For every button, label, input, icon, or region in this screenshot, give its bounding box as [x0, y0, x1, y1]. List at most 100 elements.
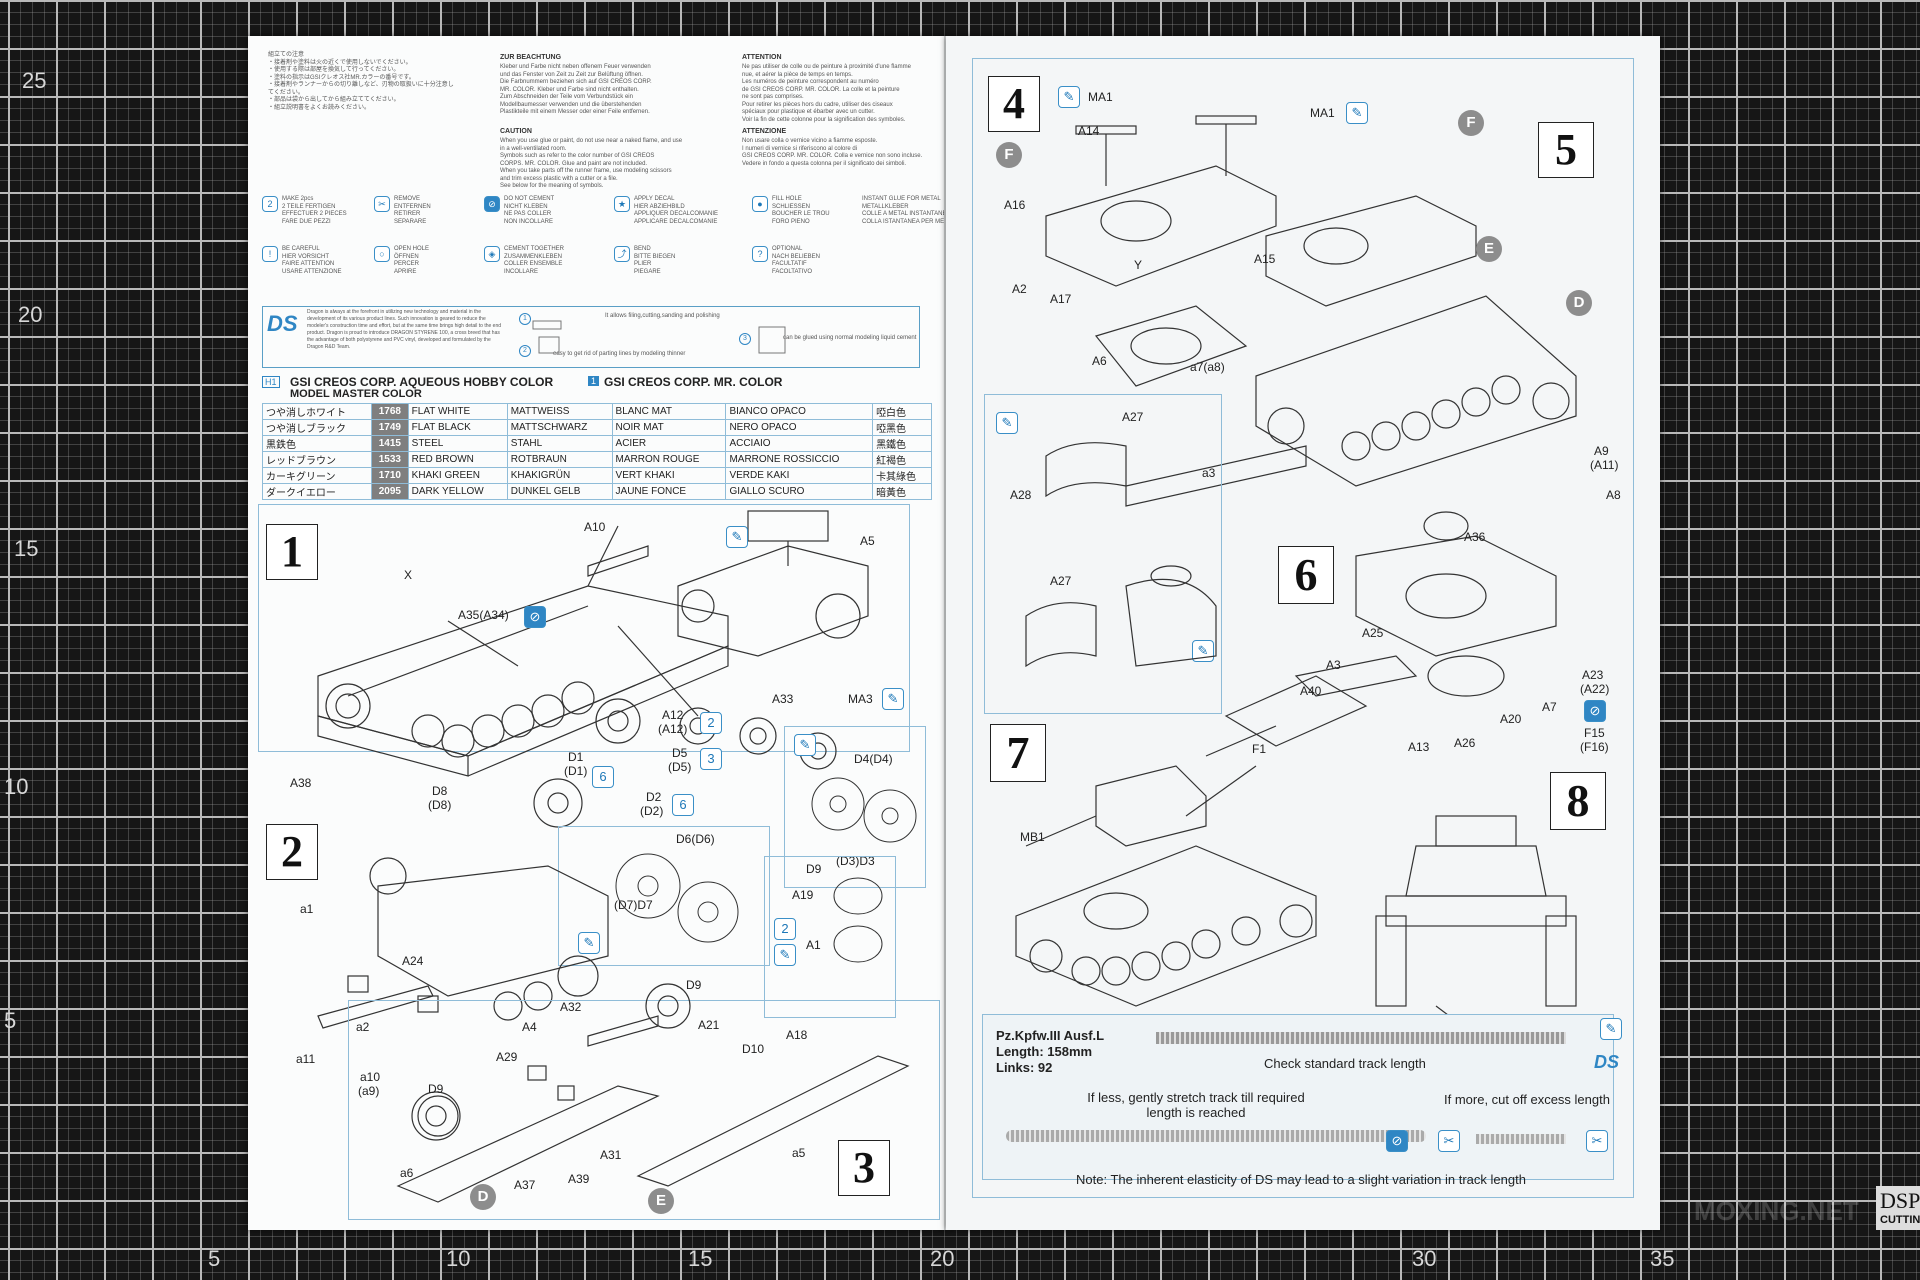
part-label-A26: A26 [1454, 736, 1476, 750]
part-label-A32: A32 [560, 1000, 582, 1014]
notes-german-title: ZUR BEACHTUNG [500, 54, 562, 61]
part-label-D9-detail: D9 [806, 862, 822, 876]
part-label-D2-alt: (D2) [640, 804, 664, 818]
part-label-A37: D10 [742, 1042, 765, 1056]
part-label-A7: A7 [1542, 700, 1557, 714]
track-check-label: Check standard track length [1264, 1056, 1426, 1071]
part-label-A8: A8 [1606, 488, 1621, 502]
color-name-german: DUNKEL GELB [506, 483, 613, 500]
mat-brand-text: DSPIAE [1880, 1188, 1920, 1213]
part-label-A1: a5 [792, 1146, 806, 1160]
part-label-F15: F15 [1584, 726, 1605, 740]
part-label-A12: A12 [662, 708, 684, 722]
step-4-upper-hull-drawing [1045, 115, 1277, 387]
color-name-german: ROTBRAUN [506, 451, 613, 468]
color-name-italian: ACCIAIO [725, 435, 874, 452]
step-8-number: 8 [1550, 772, 1606, 830]
cement-together-icon: ◈ [484, 246, 500, 262]
color-name-french: ACIER [611, 435, 727, 452]
symbol-make-2pcs: MAKE 2pcs 2 TEILE FERTIGEN EFFECTUER 2 P… [282, 196, 347, 225]
part-label-A18: A1 [806, 938, 821, 952]
part-label-D5-alt: (D5) [668, 760, 692, 774]
part-label-A21: A21 [698, 1018, 720, 1032]
color-name-chinese: 啞白色 [872, 403, 932, 420]
turret-detail-drawing [1025, 442, 1217, 668]
symbol-be-careful: BE CAREFUL HIER VORSICHT FAIRE ATTENTION… [282, 246, 342, 275]
track-model-title: Pz.Kpfw.III Ausf.L [996, 1028, 1105, 1043]
part-label-A17: A17 [1050, 292, 1072, 306]
part-label-A11: (A11) [1590, 458, 1619, 472]
step-3-panel [348, 1000, 940, 1220]
part-label-A16: A16 [1004, 198, 1026, 212]
metal-glue-icon: ✎ [1346, 102, 1368, 124]
instruction-sheet-left: 組立ての注意 ・接着剤や塗料は火の近くで使用しないでください。 ・使用する際は部… [248, 36, 963, 1230]
color-name-french: JAUNE FONCE [611, 483, 727, 500]
step-4-number: 4 [988, 76, 1040, 132]
part-label-A39: A37 [514, 1178, 536, 1192]
symbol-bend: BEND BITTE BIEGEN PLIER PIEGARE [634, 246, 676, 275]
part-label-A38: A38 [290, 776, 312, 790]
part-label-a1: a1 [300, 902, 314, 916]
notes-french: Ne pas utiliser de colle ou de peinture … [742, 64, 911, 123]
paint-brush-icon: ✎ [774, 944, 796, 966]
track-cut-illustration [1476, 1134, 1566, 1144]
ds-info-box: DS Dragon is always at the forefront in … [262, 306, 920, 368]
color-name-chinese: 啞黑色 [872, 419, 932, 436]
symbol-cement-together: CEMENT TOGETHER ZUSAMMENKLEBEN COLLER EN… [504, 246, 565, 275]
ds-feature-3: can be glued using normal modeling liqui… [783, 335, 917, 341]
symbol-apply-decal: APPLY DECAL HIER ABZIEHBILD APPLIQUER DE… [634, 196, 719, 225]
optional-icon: ? [752, 246, 768, 262]
color-name-chinese: 黑鐵色 [872, 435, 932, 452]
ruler-bottom-10: 10 [446, 1246, 471, 1271]
part-label-A2: A2 [1012, 282, 1027, 296]
subassembly-D-marker: D [1566, 290, 1592, 316]
part-label-D9: D9 [428, 1082, 444, 1096]
part-label-A40: A40 [1300, 684, 1322, 698]
symbol-fill-hole: FILL HOLE SCHLIESSEN BOUCHER LE TROU FOR… [772, 196, 830, 225]
ds-feature-2: easy to get rid of parting lines by mode… [553, 351, 686, 357]
symbol-optional: OPTIONAL NACH BELIEBEN FACULTATIF FACOLT… [772, 246, 821, 275]
step-7-number: 7 [990, 724, 1046, 782]
ds-logo: DS [267, 311, 298, 336]
do-not-cement-icon: ⊘ [1584, 700, 1606, 722]
color-code: 1768 [371, 403, 409, 420]
do-not-cement-icon: ⊘ [1386, 1130, 1408, 1152]
color-name-japanese: つや消しブラック [261, 419, 373, 436]
ruler-left-25: 25 [22, 68, 47, 93]
color-table-header: H1 GSI CREOS CORP. AQUEOUS HOBBY COLOR 1… [262, 375, 932, 400]
step-1-panel [258, 504, 910, 752]
part-label-D6: D6(D6) [676, 832, 715, 846]
part-label-a11: a11 [296, 1052, 316, 1066]
part-label-a10: a10 [360, 1070, 381, 1084]
mat-brand-label: DSPIAE CUTTING M [1876, 1186, 1920, 1230]
metal-glue-icon: ✎ [1058, 86, 1080, 108]
track-if-more: If more, cut off excess length [1444, 1092, 1610, 1107]
ruler-bottom-20: 20 [930, 1246, 955, 1271]
apply-decal-icon: ★ [614, 196, 630, 212]
do-not-cement-icon: ⊘ [524, 606, 546, 628]
color-name-italian: VERDE KAKI [725, 467, 874, 484]
track-links-count: Links: 92 [996, 1060, 1053, 1075]
notes-german: Kleber und Farbe nicht neben offenem Feu… [500, 64, 652, 115]
part-label-A4: A4 [522, 1020, 537, 1034]
color-name-english: STEEL [407, 435, 508, 452]
color-name-english: FLAT BLACK [407, 419, 508, 436]
color-name-french: MARRON ROUGE [611, 451, 727, 468]
part-label-MA1: MA1 [1088, 90, 1113, 104]
symbol-open-hole: OPEN HOLE ÖFFNEN PERCER APRIRE [394, 246, 430, 275]
part-label-D2: D2 [646, 790, 662, 804]
make-3pcs-icon: 3 [700, 748, 722, 770]
step-5-number: 5 [1538, 122, 1594, 178]
part-label-MA3: MA3 [848, 692, 873, 706]
color-name-french: VERT KHAKI [611, 467, 727, 484]
ds-description: Dragon is always at the forefront in uti… [307, 309, 502, 350]
track-length-value: Length: 158mm [996, 1044, 1093, 1059]
ds-track-logo: DS [1594, 1052, 1620, 1072]
part-label-D1-alt: (D1) [564, 764, 588, 778]
symbol-do-not-cement: DO NOT CEMENT NICHT KLEBEN NE PAS COLLER… [504, 196, 555, 225]
color-code: 1415 [371, 435, 409, 452]
